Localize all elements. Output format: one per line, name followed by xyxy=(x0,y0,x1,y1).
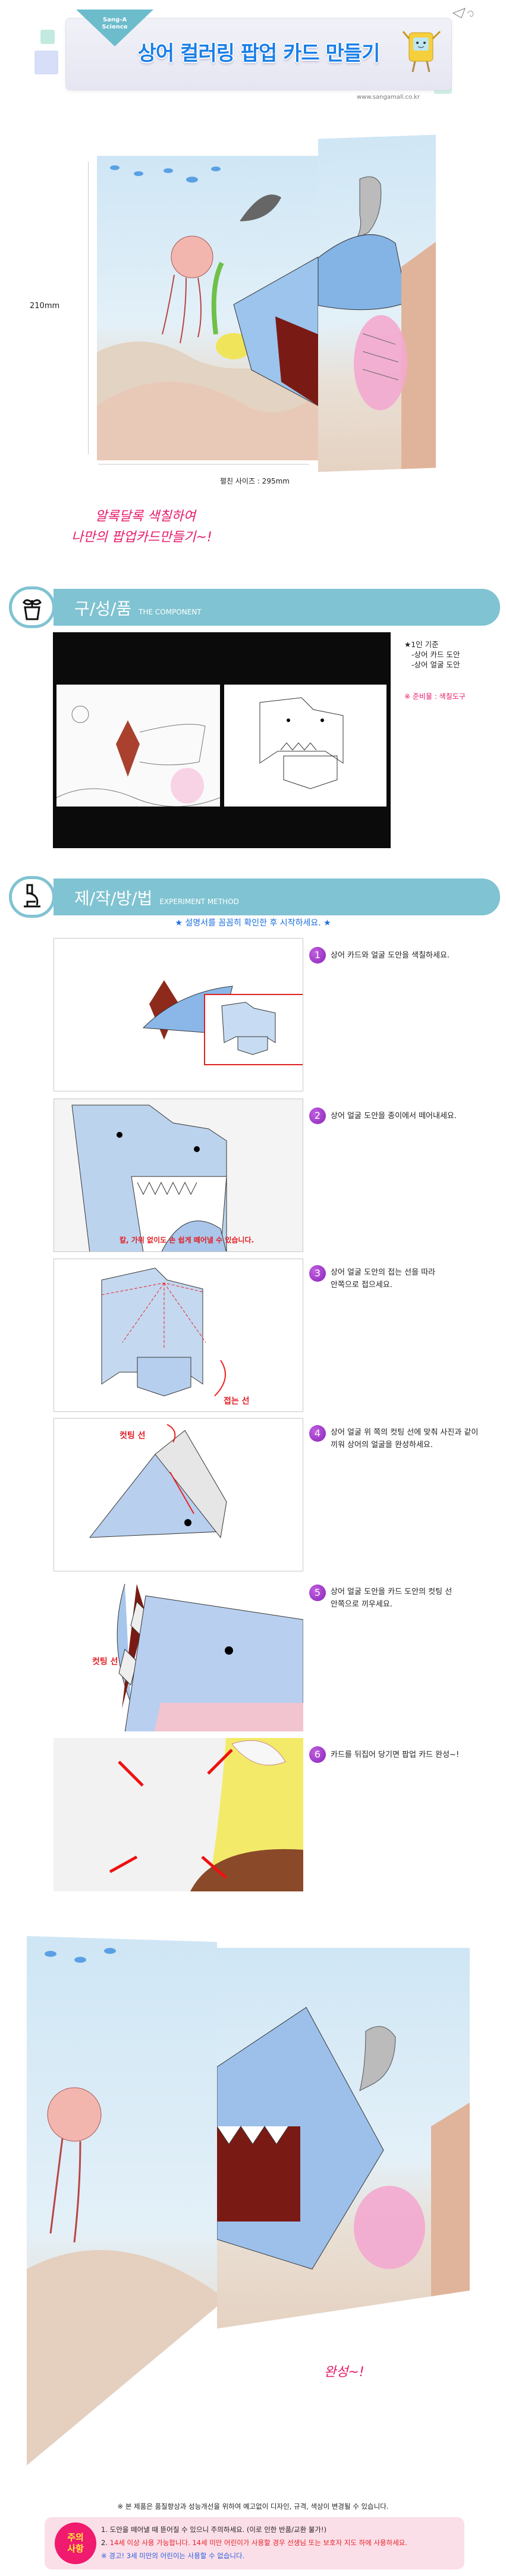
step-2-caption: 칼, 가위 없이도 손 쉽게 떼어낼 수 있습니다. xyxy=(120,1236,254,1244)
step-text: 상어 얼굴 도안의 접는 선을 따라 안쪽으로 접으세요. xyxy=(331,1268,436,1289)
finished-card-left xyxy=(27,1936,217,2465)
card-template-sheet xyxy=(56,685,221,807)
step-text: 상어 카드와 얼굴 도안을 색칠하세요. xyxy=(331,951,450,960)
face-template-highlight xyxy=(204,994,303,1065)
height-dimension-line xyxy=(88,162,89,454)
step-2-photo: 칼, 가위 없이도 손 쉽게 떼어낼 수 있습니다. xyxy=(54,1099,303,1252)
step-6: 6 카드를 뒤집어 당기면 팝업 카드 완성~! xyxy=(309,1746,499,1763)
step-5: 5 상어 얼굴 도안을 카드 도안의 컷팅 선 안쪽으로 끼우세요. xyxy=(309,1584,488,1611)
step-1: 1 상어 카드와 얼굴 도안을 색칠하세요. xyxy=(309,947,488,964)
site-url: www.sangamall.co.kr xyxy=(357,94,420,101)
width-dimension-line xyxy=(98,464,309,465)
step-6-photo xyxy=(54,1738,303,1891)
step-text: 상어 얼굴 도안을 종이에서 떼어내세요. xyxy=(331,1112,457,1121)
face-template-sheet xyxy=(224,685,386,807)
step-5-photo: 컷팅 선 xyxy=(54,1578,303,1731)
step-5-caption: 컷팅 선 xyxy=(92,1657,118,1667)
height-label: 210mm xyxy=(30,302,60,310)
microscope-icon xyxy=(9,876,55,918)
step-number: 1 xyxy=(309,947,326,964)
decor-square xyxy=(34,51,58,74)
step-3-photo: 접는 선 xyxy=(54,1259,303,1412)
component-item: -상어 카드 도안 xyxy=(411,650,460,659)
card-right-panel xyxy=(318,134,436,472)
step-2: 2 상어 얼굴 도안을 종이에서 떼어내세요. xyxy=(309,1107,488,1124)
step-4: 4 상어 얼굴 위 쪽의 컷팅 선에 맞춰 사진과 같이 끼워 상어의 얼굴을 완… xyxy=(309,1425,488,1451)
section-subtitle: EXPERIMENT METHOD xyxy=(159,898,239,906)
width-label: 펼친 사이즈 : 295mm xyxy=(220,477,290,485)
card-left-panel xyxy=(97,156,318,460)
step-number: 3 xyxy=(309,1265,326,1282)
plant-pot-icon xyxy=(9,586,55,628)
step-3-caption: 접는 선 xyxy=(224,1397,250,1406)
components-photo xyxy=(53,632,391,848)
step-number: 2 xyxy=(309,1107,326,1124)
components-list: ★1인 기준 -상어 카드 도안 -상어 얼굴 도안 xyxy=(404,639,460,670)
tagline-line2: 나만의 팝업카드만들기~! xyxy=(71,530,212,545)
section-header-method: 제/작/방/법 EXPERIMENT METHOD xyxy=(9,876,500,931)
ocean-illustration-right xyxy=(318,176,436,469)
finished-label: 완성~! xyxy=(324,2365,364,2380)
decor-square xyxy=(40,30,55,44)
paper-plane-icon xyxy=(452,8,474,18)
robot-mascot-icon xyxy=(402,30,441,73)
step-number: 5 xyxy=(309,1584,326,1601)
ocean-illustration xyxy=(97,165,318,460)
section-title: 제/작/방/법 xyxy=(74,889,153,908)
step-text: 상어 얼굴 위 쪽의 컷팅 선에 맞춰 사진과 같이 끼워 상어의 얼굴을 완성… xyxy=(331,1428,479,1449)
section-header-components: 구/성/품 THE COMPONENT xyxy=(9,586,500,641)
caution-item-1: 1. 도안을 떼어낼 때 뜯어질 수 있으니 주의하세요. (이로 인한 반품/… xyxy=(101,2525,327,2534)
prep-note: ※ 준비물 : 색칠도구 xyxy=(404,692,466,701)
section-subtitle: THE COMPONENT xyxy=(139,608,202,616)
caution-item-3: ※ 경고! 3세 미만의 어린이는 사용할 수 없습니다. xyxy=(101,2552,245,2560)
page-title: 상어 컬러링 팝업 카드 만들기 xyxy=(137,42,381,65)
step-4-caption: 컷팅 선 xyxy=(120,1431,146,1441)
method-notice: ★ 설명서를 꼼꼼히 확인한 후 시작하세요. ★ xyxy=(175,918,331,928)
finished-card-right xyxy=(217,1948,470,2329)
components-basis: ★1인 기준 xyxy=(404,640,439,649)
step-4-photo: 컷팅 선 xyxy=(54,1418,303,1571)
section-title: 구/성/품 xyxy=(74,599,132,619)
step-text: 카드를 뒤집어 당기면 팝업 카드 완성~! xyxy=(331,1750,460,1759)
step-text: 상어 얼굴 도안을 카드 도안의 컷팅 선 안쪽으로 끼우세요. xyxy=(331,1587,452,1609)
tagline-line1: 알록달록 색칠하여 xyxy=(95,509,196,524)
step-3: 3 상어 얼굴 도안의 접는 선을 따라 안쪽으로 접으세요. xyxy=(309,1265,488,1291)
component-item: -상어 얼굴 도안 xyxy=(411,660,460,669)
disclaimer: ※ 본 제품은 품질향상과 성능개선을 위하여 예고없이 디자인, 규격, 색상… xyxy=(117,2502,389,2511)
caution-item-2: 2. 14세 이상 사용 가능합니다. 14세 미만 어린이가 사용할 경우 선… xyxy=(101,2539,408,2547)
step-1-photo xyxy=(54,938,303,1091)
step-number: 4 xyxy=(309,1425,326,1442)
step-number: 6 xyxy=(309,1746,326,1763)
